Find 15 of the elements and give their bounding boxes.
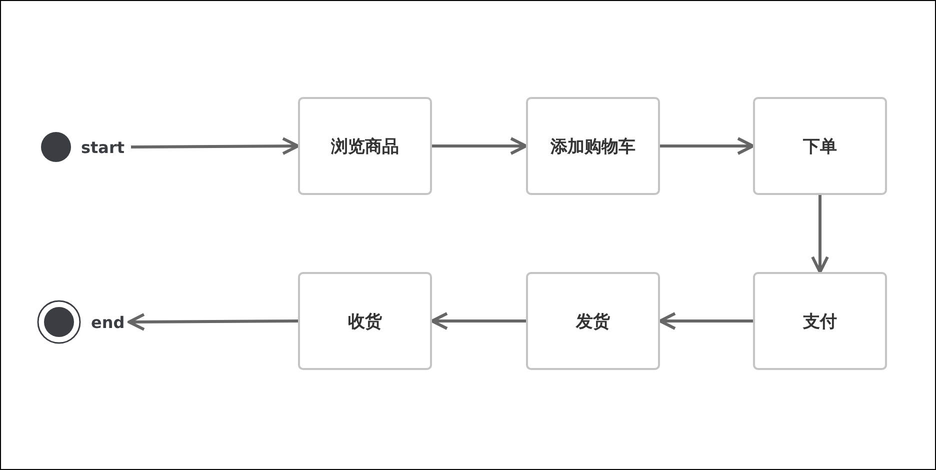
state-label: start xyxy=(81,138,125,156)
state-box: 收货 xyxy=(298,272,432,370)
state-box: 发货 xyxy=(526,272,660,370)
arrow xyxy=(432,137,528,155)
state-box: 浏览商品 xyxy=(298,97,432,195)
arrow xyxy=(811,195,829,274)
state-label: end xyxy=(91,312,125,332)
state-box: 下单 xyxy=(753,97,887,195)
arrow xyxy=(658,312,753,330)
arrow xyxy=(131,137,300,156)
state-box: 添加购物车 xyxy=(526,97,660,195)
state-box: 支付 xyxy=(753,272,887,370)
arrow xyxy=(430,312,526,330)
arrow xyxy=(128,312,298,331)
arrow xyxy=(660,137,754,155)
